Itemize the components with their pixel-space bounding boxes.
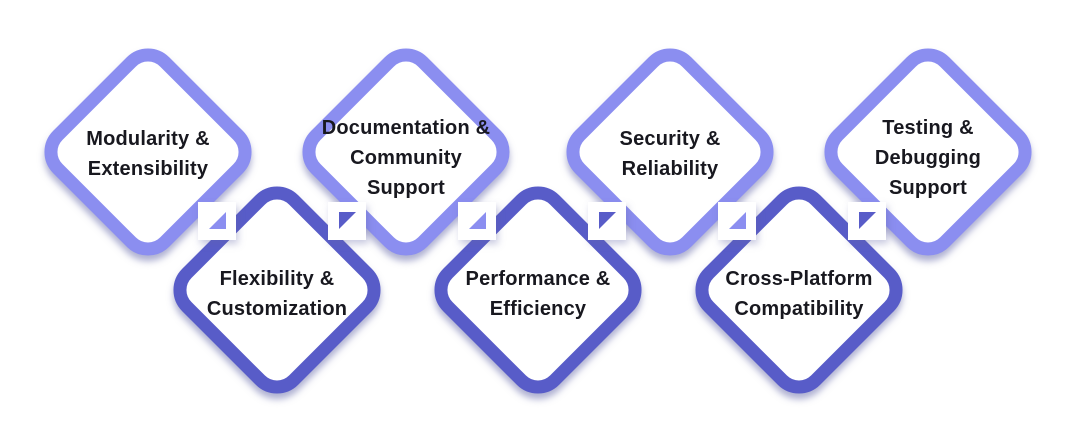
label-line: Testing & [882, 117, 974, 139]
weave-notch [848, 202, 886, 240]
label-line: Customization [206, 298, 348, 320]
diamond-label-performance: Performance & Efficiency [428, 264, 648, 324]
folded-corner-triangle-icon [469, 212, 486, 229]
weave-notch [718, 202, 756, 240]
label-line: Flexibility & [219, 268, 335, 290]
diamond-label-flexibility: Flexibility & Customization [167, 264, 387, 324]
folded-corner-triangle-icon [209, 212, 226, 229]
folded-corner-triangle-icon [859, 212, 876, 229]
label-line: Reliability [621, 158, 719, 180]
label-line: Documentation & [321, 117, 491, 139]
label-line: Extensibility [87, 158, 209, 180]
diamond-label-documentation: Documentation & Community Support [296, 113, 516, 203]
diamond-label-testing: Testing & Debugging Support [818, 113, 1038, 203]
label-line: Efficiency [489, 298, 587, 320]
diamond-label-modularity: Modularity & Extensibility [38, 124, 258, 184]
diamond-label-security: Security & Reliability [560, 124, 780, 184]
label-line: Debugging [874, 147, 982, 169]
label-line: Compatibility [734, 298, 864, 320]
label-line: Security & [619, 128, 721, 150]
folded-corner-triangle-icon [729, 212, 746, 229]
label-line: Support [366, 177, 446, 199]
label-line: Community [350, 147, 462, 169]
label-line: Performance & [465, 268, 611, 290]
label-line: Support [888, 177, 968, 199]
weave-notch [328, 202, 366, 240]
weave-notch [458, 202, 496, 240]
weave-notch [588, 202, 626, 240]
label-line: Cross-Platform [725, 268, 873, 290]
weave-notch [198, 202, 236, 240]
folded-corner-triangle-icon [599, 212, 616, 229]
diamond-label-crossplatform: Cross-Platform Compatibility [689, 264, 909, 324]
folded-corner-triangle-icon [339, 212, 356, 229]
label-line: Modularity & [86, 128, 210, 150]
